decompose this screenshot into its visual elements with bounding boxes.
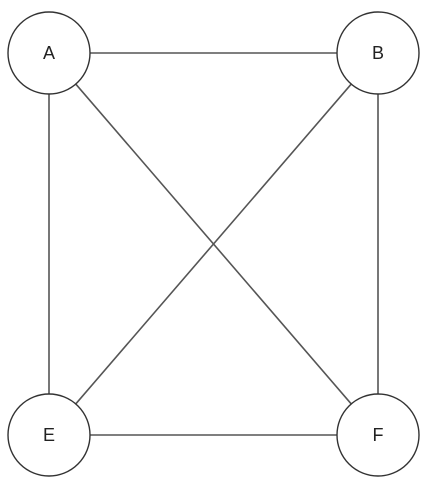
node-f: F	[336, 393, 420, 477]
node-circle	[336, 393, 420, 477]
node-label: A	[43, 43, 55, 63]
node-b: B	[336, 11, 420, 95]
node-a: A	[7, 11, 91, 95]
node-label: B	[372, 43, 384, 63]
node-label: F	[373, 425, 384, 445]
node-label: E	[43, 425, 55, 445]
node-e: E	[7, 393, 91, 477]
edges-layer	[48, 52, 379, 436]
node-circle	[336, 11, 420, 95]
edge-b-e	[75, 83, 352, 405]
nodes-layer: A B E F	[7, 11, 420, 477]
node-circle	[7, 11, 91, 95]
node-circle	[7, 393, 91, 477]
